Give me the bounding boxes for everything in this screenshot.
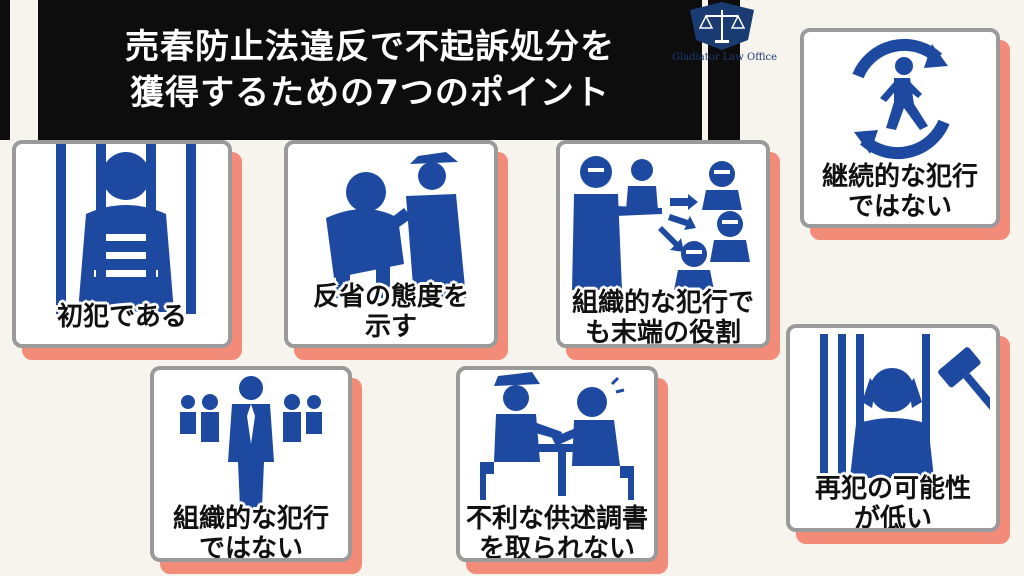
card-label-line-1: 初犯である <box>57 302 187 332</box>
group-of-people-icon <box>180 376 322 508</box>
card-label: 再犯の可能性 が低い <box>790 474 996 532</box>
gavel-over-prisoner-icon <box>820 334 990 478</box>
card-label-line-1: 組織的な犯行で <box>571 288 754 318</box>
police-interrogation-icon <box>480 372 634 500</box>
card-label: 組織的な犯行 ではない <box>154 504 348 562</box>
title-line-2: 獲得するための7つのポイント <box>130 73 610 113</box>
title-line-1: 売春防止法違反で不起訴処分を <box>125 27 615 67</box>
card-label-line-2: ではない <box>198 534 303 562</box>
card-label: 継続的な犯行 ではない <box>804 162 996 222</box>
prisoner-behind-bars-icon <box>56 144 196 314</box>
card-not-organized: 組織的な犯行 ではない <box>150 366 362 574</box>
card-remorse: 反省の態度を 示す <box>284 140 508 360</box>
card-label-line-1: 組織的な犯行 <box>172 504 329 534</box>
card-label-line-2: を取られない <box>478 534 635 562</box>
organization-hierarchy-icon <box>572 156 750 290</box>
card-first-offense: 初犯である <box>12 140 242 360</box>
card-minor-role: 組織的な犯行で も末端の役割 <box>556 140 780 360</box>
scales-of-justice-icon <box>690 2 754 50</box>
card-label-line-2: 示す <box>364 312 417 342</box>
card-label: 初犯である <box>16 302 228 332</box>
card-face: 再犯の可能性 が低い <box>786 324 1000 532</box>
card-label-line-1: 再犯の可能性 <box>814 474 971 504</box>
card-face: 組織的な犯行 ではない <box>150 366 352 562</box>
card-label-line-1: 不利な供述調書 <box>465 504 648 534</box>
card-label: 組織的な犯行で も末端の役割 <box>560 288 766 348</box>
card-label-line-2: が低い <box>853 504 932 532</box>
card-no-statement: 不利な供述調書 を取られない <box>456 366 668 574</box>
title-left-strip <box>0 0 10 140</box>
card-label-line-1: 反省の態度を <box>312 282 469 312</box>
logo-text: Gladiator Law Office <box>672 52 778 63</box>
card-label: 不利な供述調書 を取られない <box>460 504 654 562</box>
law-office-logo: Gladiator Law Office <box>672 0 778 72</box>
card-low-recidivism: 再犯の可能性 が低い <box>786 324 1010 544</box>
card-label-line-1: 継続的な犯行 <box>821 162 978 192</box>
card-label-line-2: ではない <box>847 192 952 222</box>
card-face: 継続的な犯行 ではない <box>800 28 1000 228</box>
card-label-line-2: も末端の役割 <box>584 318 741 348</box>
police-consoling-person-icon <box>326 152 466 298</box>
card-not-continuous: 継続的な犯行 ではない <box>800 28 1010 240</box>
card-face: 組織的な犯行で も末端の役割 <box>556 140 770 348</box>
walking-person-cycle-icon <box>852 38 950 160</box>
card-face: 反省の態度を 示す <box>284 140 498 348</box>
title-banner: 売春防止法違反で不起訴処分を 獲得するための7つのポイント <box>38 0 702 140</box>
card-face: 不利な供述調書 を取られない <box>456 366 658 562</box>
card-label: 反省の態度を 示す <box>288 282 494 342</box>
card-face: 初犯である <box>12 140 232 348</box>
